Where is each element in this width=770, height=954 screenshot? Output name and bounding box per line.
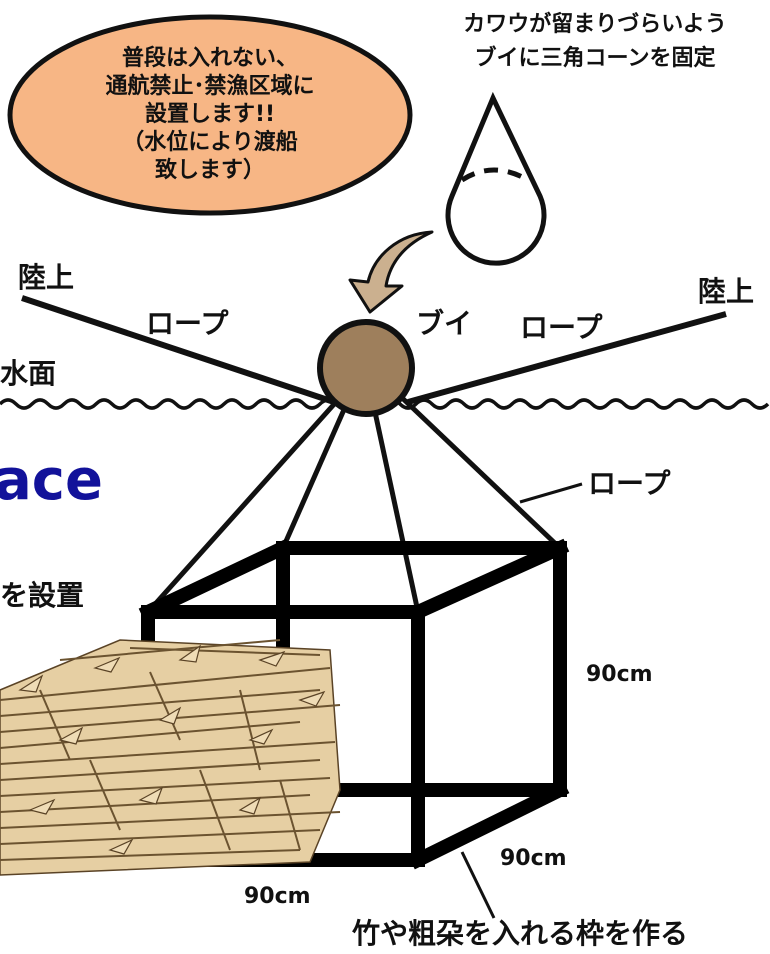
frame-caption: 竹や粗朶を入れる枠を作る [352,917,689,950]
dim-depth-label: 90cm [500,846,567,871]
partial-text: を設置 [0,579,85,612]
rope-right-label: ロープ [520,311,603,344]
cone-note-line: カワウが留まりづらいよう [463,12,727,37]
callout-text: 普段は入れない、 通航禁止･禁漁区域に 設置します!! （水位により渡船 致しま… [14,20,406,210]
cone-icon [445,91,547,266]
land-right-label: 陸上 [698,275,755,308]
rope-left-line [21,295,335,405]
callout-line: 致します） [154,158,265,183]
bamboo-bundle-icon [0,639,341,876]
dim-width-label: 90cm [244,884,311,909]
callout-line: 通航禁止･禁漁区域に [105,74,315,99]
rope-frame-label: ロープ [588,467,671,500]
rope-left-label: ロープ [146,307,229,340]
land-left-label: 陸上 [18,261,75,294]
callout-line: （水位により渡船 [122,130,298,155]
callout-bubble [7,14,413,216]
caption-leader-line [460,851,496,919]
cone-note: カワウが留まりづらいよう ブイに三角コーンを固定 [430,8,760,76]
cone-note-line: ブイに三角コーンを固定 [474,46,716,71]
water-surface-label: 水面 [0,357,57,390]
callout-line: 普段は入れない、 [121,46,298,71]
callout-line: 設置します!! [144,102,276,127]
dim-height-label: 90cm [586,662,653,687]
rope-leader-line [519,482,583,504]
rope-right-line [407,311,727,405]
buoy-label: ブイ [416,307,473,340]
buoy [317,319,415,417]
frame-ropes [146,390,562,614]
arrow-icon [348,230,434,314]
partial-heading: ace [0,448,103,513]
